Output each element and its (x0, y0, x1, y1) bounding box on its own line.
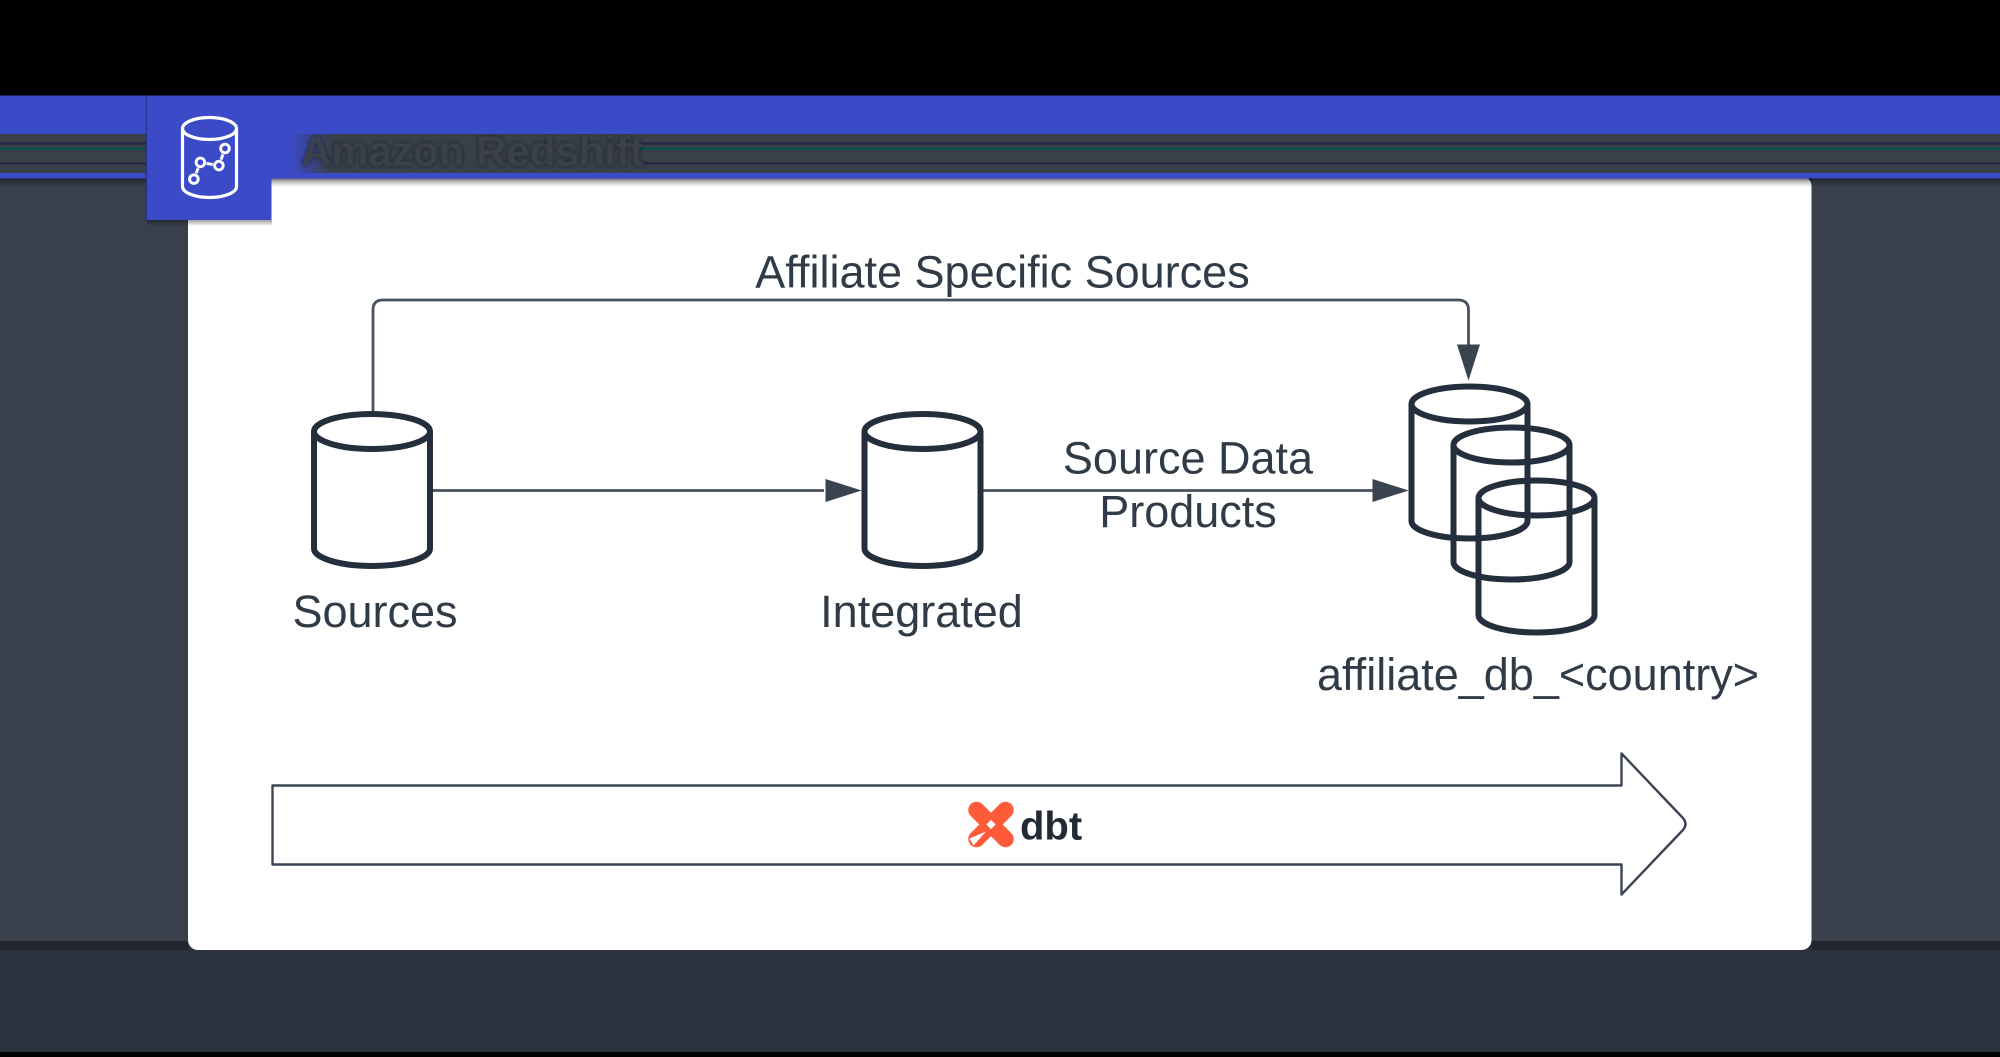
svg-text:Source Data: Source Data (1063, 433, 1314, 484)
svg-text:Sources: Sources (292, 586, 457, 637)
svg-text:dbt: dbt (1020, 805, 1082, 849)
svg-text:Amazon Redshift: Amazon Redshift (301, 128, 644, 175)
svg-text:Affiliate Specific Sources: Affiliate Specific Sources (755, 247, 1249, 298)
svg-text:Products: Products (1099, 486, 1277, 537)
svg-text:affiliate_db_<country>: affiliate_db_<country> (1317, 649, 1759, 700)
svg-text:Integrated: Integrated (820, 586, 1023, 637)
